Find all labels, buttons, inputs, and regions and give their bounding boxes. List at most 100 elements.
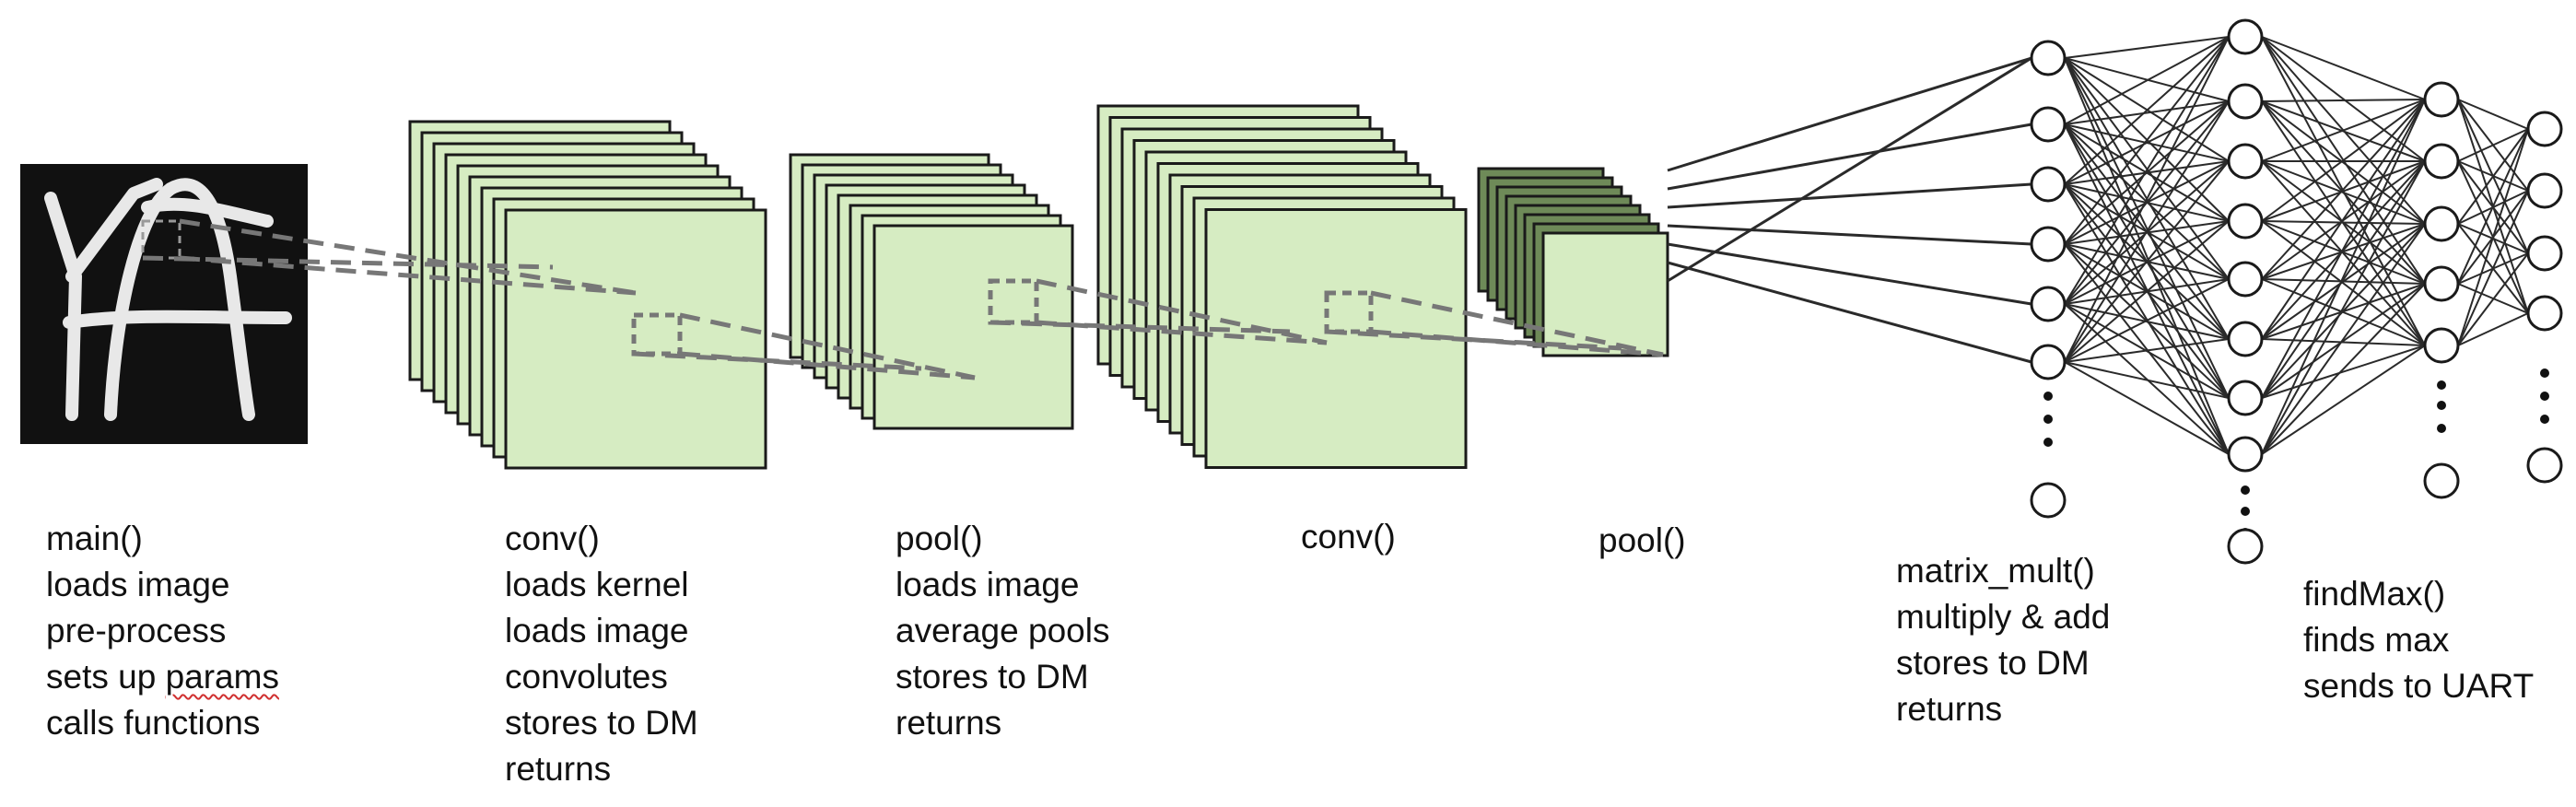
connection — [2457, 128, 2529, 346]
input-image — [20, 164, 308, 444]
ellipsis-dot — [2437, 401, 2446, 410]
fully-connected-nodes — [2030, 18, 2563, 565]
connection — [2064, 278, 2230, 363]
connection — [2261, 223, 2426, 340]
neuron — [2423, 462, 2460, 499]
connection — [2261, 100, 2426, 225]
connection — [2064, 160, 2230, 363]
neuron — [2227, 18, 2264, 55]
function-name-find-max: findMax() — [2303, 575, 2446, 613]
step-returns: returns — [896, 704, 1002, 742]
connection — [2064, 36, 2230, 305]
connection — [2261, 36, 2426, 100]
neuron — [2030, 166, 2067, 203]
connection — [2064, 123, 2230, 455]
connection — [2064, 36, 2230, 59]
ellipsis-dot — [2540, 415, 2549, 424]
connection — [2064, 361, 2230, 455]
neuron — [2030, 226, 2067, 263]
connection — [2064, 361, 2230, 399]
neuron — [2227, 83, 2264, 120]
function-name-conv: conv() — [1301, 518, 1396, 556]
feature-map — [1541, 231, 1669, 357]
neuron — [2526, 111, 2563, 147]
connection — [2261, 99, 2426, 399]
neuron — [2526, 447, 2563, 484]
ellipsis-dot — [2540, 392, 2549, 401]
label-main: main() loads image pre-process sets up p… — [46, 516, 279, 746]
ellipsis-dot — [2043, 438, 2053, 447]
step-sends-to-uart: sends to UART — [2303, 667, 2535, 705]
step-returns: returns — [1896, 690, 2003, 728]
connection — [2457, 99, 2529, 130]
step-returns: returns — [505, 750, 612, 788]
connection — [2261, 220, 2426, 225]
neuron — [2030, 106, 2067, 143]
pool-feature-maps-1 — [789, 153, 1074, 430]
neuron — [2526, 295, 2563, 332]
neuron — [2227, 203, 2264, 240]
connection — [2064, 220, 2230, 363]
ellipsis-dot — [2043, 415, 2053, 424]
neuron — [2030, 482, 2067, 519]
function-name-conv: conv() — [505, 520, 600, 557]
neuron — [2526, 235, 2563, 272]
pool-feature-maps-2 — [1477, 167, 1669, 357]
neuron — [2227, 436, 2264, 473]
connection — [2261, 99, 2426, 340]
connection — [2064, 338, 2230, 363]
neuron — [2423, 143, 2460, 180]
connection — [2261, 220, 2426, 346]
connection — [2261, 99, 2426, 222]
connection — [2261, 99, 2426, 162]
receptive-field-projections — [142, 218, 1664, 380]
ellipsis-dot — [2540, 368, 2549, 378]
connection — [2261, 345, 2426, 455]
connection — [1667, 56, 2032, 283]
connection — [2457, 128, 2529, 285]
step-calls-functions: calls functions — [46, 704, 261, 742]
ellipsis-dot — [2043, 392, 2053, 401]
connection — [2457, 252, 2529, 346]
step-loads-image: loads image — [505, 612, 689, 649]
feature-map — [872, 224, 1074, 430]
connection — [2064, 57, 2230, 399]
connection — [2064, 100, 2230, 363]
connection — [2457, 128, 2529, 162]
connection — [2261, 99, 2426, 280]
neuron — [2030, 40, 2067, 76]
conv-feature-maps-2 — [1096, 104, 1468, 469]
function-name-matrix-mult: matrix_mult() — [1896, 552, 2095, 590]
connection — [2261, 338, 2426, 346]
label-conv-1: conv() loads kernel loads image convolut… — [505, 516, 698, 792]
neuron — [2423, 205, 2460, 242]
label-conv-2: conv() — [1301, 514, 1396, 560]
connection — [2261, 223, 2426, 280]
step-pre-process: pre-process — [46, 612, 227, 649]
connection — [1667, 261, 2032, 364]
step-stores-to-dm: stores to DM — [1896, 644, 2090, 682]
step-loads-kernel: loads kernel — [505, 566, 689, 603]
step-convolutes: convolutes — [505, 658, 668, 696]
neuron — [2227, 261, 2264, 298]
connection — [2261, 160, 2426, 225]
connection — [2261, 283, 2426, 455]
connection — [2457, 312, 2529, 346]
connection — [2261, 160, 2426, 399]
label-find-max: findMax() finds max sends to UART — [2303, 571, 2534, 709]
connection — [1667, 242, 2032, 306]
fully-connected-edges — [1667, 36, 2529, 455]
neuron — [2423, 327, 2460, 364]
neuron — [2227, 380, 2264, 416]
label-pool-2: pool() — [1598, 518, 1686, 564]
connection — [2261, 160, 2426, 455]
step-stores-to-dm: stores to DM — [505, 704, 698, 742]
connection — [1667, 123, 2032, 191]
connection — [2261, 223, 2426, 455]
ellipsis-dot — [2241, 485, 2250, 495]
ellipsis-dot — [2437, 380, 2446, 390]
connection — [2064, 57, 2230, 280]
connection — [2064, 183, 2230, 455]
step-multiply-add: multiply & add — [1896, 598, 2111, 636]
